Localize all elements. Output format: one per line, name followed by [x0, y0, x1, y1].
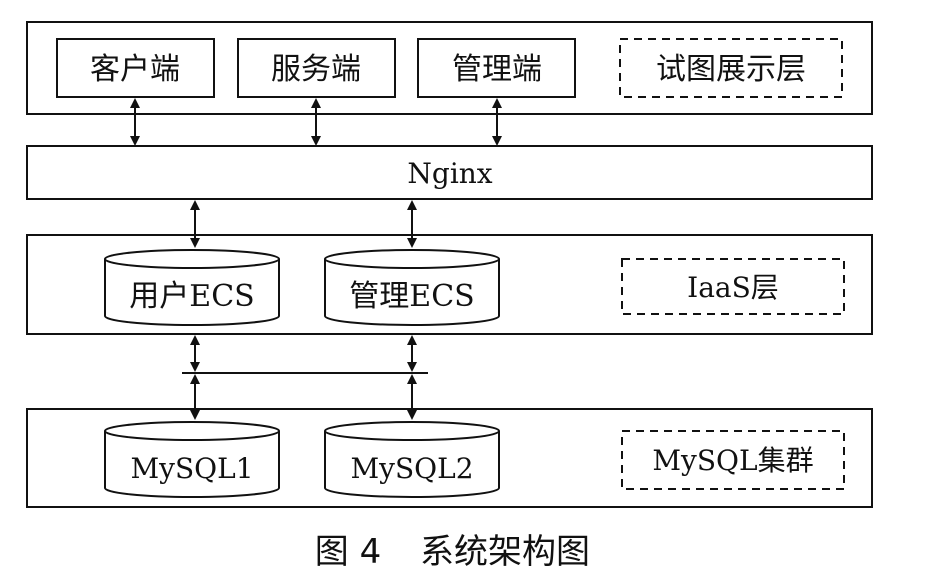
- user-ecs-cylinder: [104, 249, 280, 326]
- mysql2-label: MySQL2: [350, 452, 473, 485]
- view-layer-panel: [26, 21, 873, 115]
- admin-node-label: 管理端: [452, 52, 542, 87]
- nginx-label: Nginx: [407, 157, 492, 190]
- figure-title: 系统架构图: [420, 532, 590, 572]
- user-ecs-label: 用户ECS: [129, 279, 254, 314]
- iaas-layer-tag-label: IaaS层: [687, 271, 779, 304]
- server-node-box: [237, 38, 396, 98]
- mysql-layer-tag-label: MySQL集群: [652, 444, 813, 477]
- admin-node-box: [417, 38, 576, 98]
- figure-number: 图 4: [315, 532, 381, 572]
- mysql1-label: MySQL1: [130, 452, 253, 485]
- admin-ecs-label: 管理ECS: [349, 279, 474, 314]
- admin-ecs-cylinder: [324, 249, 500, 326]
- mysql-layer-panel: [26, 408, 873, 508]
- client-node-label: 客户端: [90, 52, 180, 87]
- mysql2-cylinder: [324, 421, 500, 498]
- iaas-layer-panel: [26, 234, 873, 335]
- mysql1-cylinder: [104, 421, 280, 498]
- server-node-label: 服务端: [271, 52, 361, 87]
- view-layer-tag-label: 试图展示层: [656, 52, 806, 87]
- client-node-box: [56, 38, 215, 98]
- nginx-panel: [26, 145, 873, 200]
